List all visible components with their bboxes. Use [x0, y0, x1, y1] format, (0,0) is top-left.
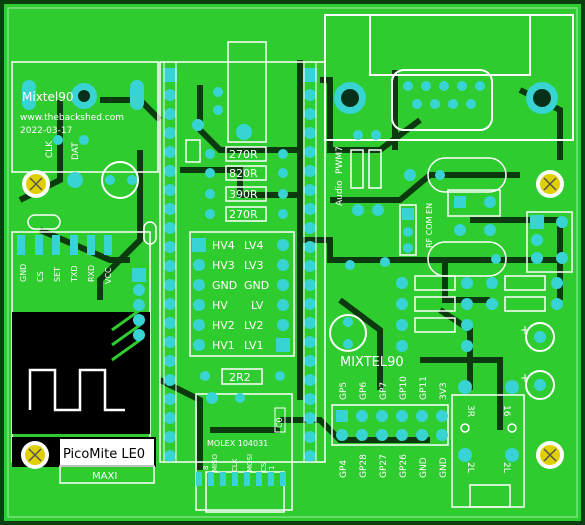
mount-hole-top-right: [536, 170, 564, 198]
cap-c3: [525, 370, 555, 400]
module-pin-5: RXD: [87, 265, 96, 282]
ps2-connector: [11, 61, 159, 173]
jack-label-2l-left: 2L: [465, 462, 475, 473]
usb-pad: [236, 124, 252, 140]
mount-hole-bottom-right: [536, 441, 564, 469]
jack-label-2l-right: 2L: [501, 462, 511, 473]
lv-label-3: GND: [244, 279, 269, 292]
electrolytic-cap: [67, 161, 139, 199]
gp-top-1: GP5: [339, 382, 349, 400]
crystals: [427, 157, 507, 277]
gp-bottom-4: GP26: [399, 454, 409, 478]
jack-label-16: 16: [501, 405, 511, 417]
lv-label-4: LV: [251, 299, 264, 312]
diode-body: [185, 139, 201, 163]
module-pin-3: SET: [53, 267, 62, 282]
audio-section: [350, 130, 384, 216]
module-pin-4: TXD: [70, 265, 79, 283]
hv-label-1: HV4: [212, 239, 235, 252]
sd-pin-1: MISO: [211, 453, 219, 472]
cap-c1: [329, 314, 367, 352]
gp-top-3: GP7: [379, 382, 389, 400]
gp-top-5: GP11: [419, 376, 429, 400]
pico-left-header: [163, 61, 177, 463]
gp-top-4: GP10: [399, 376, 409, 400]
product-label-box: [12, 437, 156, 484]
resistor-2r2: [200, 368, 285, 385]
right-components: [396, 189, 573, 352]
gp-bottom-2: GP28: [359, 454, 369, 478]
clk-label: CLK: [45, 140, 55, 158]
rf-label: RF COM EN: [425, 203, 434, 248]
audio-label: Audio: [335, 180, 345, 206]
resistor-r4-label: 270R: [229, 208, 258, 221]
product-name: PicoMite LE0: [63, 447, 145, 462]
sd-pin-4: CS: [260, 462, 268, 472]
sd-pin-number-8: 8: [202, 466, 210, 470]
lv-label-2: LV3: [244, 259, 263, 272]
dat-label: DAT: [71, 142, 81, 160]
pico-pad-a: [213, 105, 223, 115]
mount-hole-top-left: [22, 170, 50, 198]
rf-section: [345, 169, 417, 270]
hv-label-4: HV: [212, 299, 228, 312]
module-pin-2: CS: [36, 271, 45, 282]
sd-pin-3: MOSI: [246, 454, 254, 472]
pico-right-header: [303, 61, 317, 463]
resistor-r1-label: 270R: [229, 148, 258, 161]
pico-pin-left: [163, 68, 177, 462]
gp-top-2: GP6: [359, 382, 369, 400]
jdy40-module: [11, 231, 151, 463]
cap-c2: [525, 322, 555, 352]
jack-label-3r: 3R: [465, 405, 475, 417]
hv-label-2: HV3: [212, 259, 235, 272]
mixtel-label: MIXTEL90: [340, 355, 404, 370]
gp-bottom-1: GP4: [339, 460, 349, 478]
lv-label-1: LV4: [244, 239, 263, 252]
module-pin-1: GND: [19, 264, 28, 282]
resistor-r2-label: 820R: [229, 167, 258, 180]
plus-mark-2: +: [520, 371, 530, 385]
audio-jack: [451, 380, 525, 508]
board-outline: [7, 7, 578, 518]
pico-pin-right: [303, 68, 317, 462]
hv-label-5: HV2: [212, 319, 235, 332]
usb-outline: [227, 41, 267, 143]
resistor-r3-label: 390R: [229, 188, 258, 201]
gp-bottom-5: GND: [419, 457, 429, 478]
module-header-pins: [132, 268, 146, 341]
product-variant: MAXI: [92, 471, 117, 482]
hv-label-3: GND: [212, 279, 237, 292]
gp-header: [331, 404, 449, 446]
resistor-bank: [205, 146, 288, 222]
pico-pad-b: [213, 87, 223, 97]
resistor-2r2-label: 2R2: [229, 371, 251, 384]
sd-card-socket: [195, 392, 293, 513]
gp-top-6: 3V3: [439, 382, 449, 400]
module-name: JDY-40: [29, 317, 43, 356]
lv-label-5: LV2: [244, 319, 263, 332]
module-pin-6: VCC: [104, 267, 113, 284]
header-date: 2022-03-17: [20, 126, 72, 136]
sd-cap-label: C0: [275, 417, 284, 428]
sd-pin-2: CLK: [231, 458, 239, 472]
header-url: www.thebackshed.com: [20, 113, 124, 123]
gp-bottom-6: GND: [439, 457, 449, 478]
small-cap: [143, 221, 157, 245]
hv-label-6: HV1: [212, 339, 235, 352]
gp-bottom-3: GP27: [379, 454, 389, 478]
sd-pin-number-1: 1: [268, 466, 276, 470]
crystal-oval: [27, 214, 61, 230]
level-shifter: [189, 231, 295, 357]
pwm-label: PWM7: [335, 146, 345, 174]
db9-connector: [324, 14, 574, 141]
header-name: Mixtel90: [22, 90, 73, 104]
plus-mark-1: +: [520, 323, 530, 337]
pico-pad-c: [192, 119, 204, 131]
sd-title: MOLEX 104031: [207, 439, 268, 448]
lv-label-6: LV1: [244, 339, 263, 352]
pico-outline: [159, 61, 326, 463]
